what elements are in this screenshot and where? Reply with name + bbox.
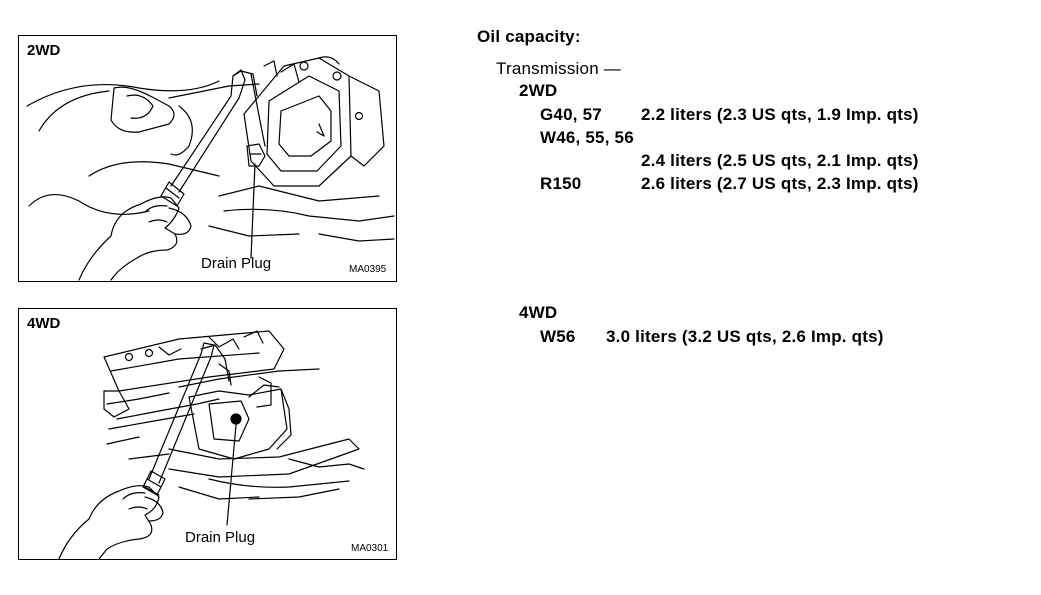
section-4wd-label: 4WD [519, 303, 558, 322]
capacity-r150: 2.6 liters (2.7 US qts, 2.3 Imp. qts) [641, 174, 919, 193]
figure-label-2wd: 2WD [27, 42, 61, 59]
transmission-4wd-illustration [58, 330, 365, 559]
figure-2wd: 2WD Drain Plug MA0395 [18, 35, 397, 282]
figure-code-4wd: MA0301 [351, 543, 389, 554]
section-2wd-label: 2WD [519, 81, 558, 100]
model-w56: W56 [540, 327, 576, 346]
drain-plug-callout-4wd: Drain Plug [185, 529, 256, 546]
capacity-w56: 3.0 liters (3.2 US qts, 2.6 Imp. qts) [606, 327, 884, 346]
model-g40-57: G40, 57 [540, 105, 602, 124]
model-w46-55-56: W46, 55, 56 [540, 128, 634, 147]
capacity-w46-55-56: 2.4 liters (2.5 US qts, 2.1 Imp. qts) [641, 151, 919, 170]
capacity-g40-57: 2.2 liters (2.3 US qts, 1.9 Imp. qts) [641, 105, 919, 124]
figure-4wd: 4WD Drain Plug MA0301 [18, 308, 397, 560]
figure-label-4wd: 4WD [27, 315, 61, 332]
transmission-label: Transmission — [496, 59, 621, 78]
model-r150: R150 [540, 174, 582, 193]
drain-plug-callout-2wd: Drain Plug [201, 255, 272, 272]
transmission-2wd-illustration [26, 56, 395, 281]
oil-capacity-heading: Oil capacity: [477, 27, 581, 46]
figure-code-2wd: MA0395 [349, 264, 387, 275]
